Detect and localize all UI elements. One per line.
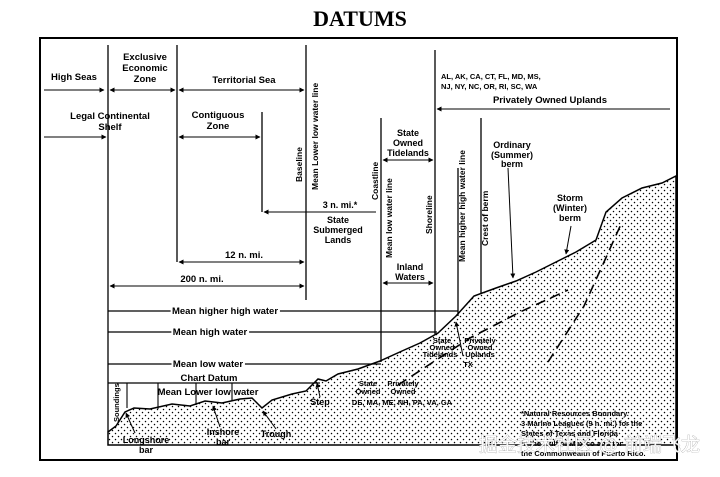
label-inshore-1: Inshore [207,427,240,437]
label-legal-shelf-1: Legal Continental [70,111,150,122]
label-shoreline: Shoreline [424,195,434,234]
label-datum-mlw: Mean low water [173,359,244,370]
label-ordinary-berm-2: (Summer) [491,150,533,160]
footnote-line-1: *Natural Resources Boundary. [521,409,629,418]
label-storm-berm-3: berm [559,213,581,223]
footnote-line-3: States of Texas and Florida [521,429,619,438]
label-states-2: NJ, NY, NC, OR, RI, SC, WA [441,82,538,91]
longshore-pointer [125,412,136,434]
label-tidelands-tx-1: State [433,336,451,345]
label-longshore-1: Longshore [123,435,170,445]
label-uplands-tx-2: Owned [467,343,492,352]
footnote-line-4: in the Gulf of Mexico and for [521,439,622,448]
footnote-line-5: the Commonwealth of Puerto Rico. [521,449,646,458]
diagram-frame [39,37,678,461]
label-uplands-tx-1: Privately [464,336,496,345]
label-states-1: AL, AK, CA, CT, FL, MD, MS, [441,72,541,81]
inshore-pointer [212,405,221,428]
label-three-nmi: 3 n. mi.* [323,200,358,210]
label-mlw-vertical: Mean low water line [384,178,394,258]
label-private-uplands: Privately Owned Uplands [493,95,607,106]
label-priv-owned-1: Privately [387,379,419,388]
label-ordinary-berm-3: berm [501,159,523,169]
label-datum-mllw: Mean Lower low water [158,387,259,398]
label-storm-berm-1: Storm [557,193,583,203]
label-eez-2: Economic [122,63,167,74]
label-trough: Trough [261,429,292,439]
label-state-owned-1: State [359,379,377,388]
label-datum-chart: Chart Datum [180,373,237,384]
label-twelve-nmi: 12 n. mi. [225,250,263,261]
label-step: Step [310,397,330,407]
label-eez-1: Exclusive [123,52,167,63]
step-pointer [315,382,321,398]
label-contiguous-2: Zone [207,121,230,132]
label-two-hundred-nmi: 200 n. mi. [180,274,223,285]
label-tidelands-tx-3: Tidelands [423,350,458,359]
label-inland-2: Waters [395,272,425,282]
label-longshore-2: bar [139,445,154,455]
footnote-line-2: 3 Marine Leagues (9 n. mi.) for the [521,419,642,428]
ordinary-berm-pointer [507,167,516,279]
dashed-line-2 [547,221,623,363]
label-inshore-2: bar [216,437,231,447]
label-tidelands-2: Owned [393,138,423,148]
label-datum-mhw: Mean high water [173,327,248,338]
label-submerged-3: Lands [325,235,352,245]
label-storm-berm-2: (Winter) [553,203,587,213]
label-tidelands-1: State [397,128,419,138]
dashed-line-1 [397,289,569,386]
label-tx: TX [463,360,473,369]
label-submerged-1: State [327,215,349,225]
label-crest-of-berm: Crest of berm [480,190,490,246]
label-mhhw-vertical: Mean higher high water line [457,150,467,262]
label-soundings: Soundings [112,383,121,422]
label-ordinary-berm-1: Ordinary [493,140,531,150]
label-tidelands-tx-2: Owned [429,343,454,352]
tx-pointer [454,321,464,357]
label-legal-shelf-2: Shelf [98,122,122,133]
label-tidelands-3: Tidelands [387,148,429,158]
label-uplands-tx-3: Uplands [465,350,495,359]
trough-pointer [262,410,277,430]
label-inland-1: Inland [397,262,424,272]
label-territorial-sea: Territorial Sea [212,75,276,86]
beach-profile [107,174,677,446]
label-coastline: Coastline [370,161,380,200]
label-priv-owned-2: Owned [390,387,415,396]
label-mllw-vertical: Mean Lower low water line [310,83,320,190]
label-submerged-2: Submerged [313,225,363,235]
label-state-owned-2: Owned [355,387,380,396]
storm-berm-pointer [564,225,572,255]
page-title: DATUMS [313,6,407,31]
label-states-bottom: DE, MA, ME, NH, PA, VA, GA [352,398,453,407]
watermark: 掘金技术社区 @ 前端飞龙 [479,434,700,456]
label-datum-mhhw: Mean higher high water [172,306,278,317]
label-high-seas: High Seas [51,72,97,83]
label-eez-3: Zone [134,74,157,85]
label-contiguous-1: Contiguous [192,110,245,121]
label-baseline: Baseline [294,147,304,182]
